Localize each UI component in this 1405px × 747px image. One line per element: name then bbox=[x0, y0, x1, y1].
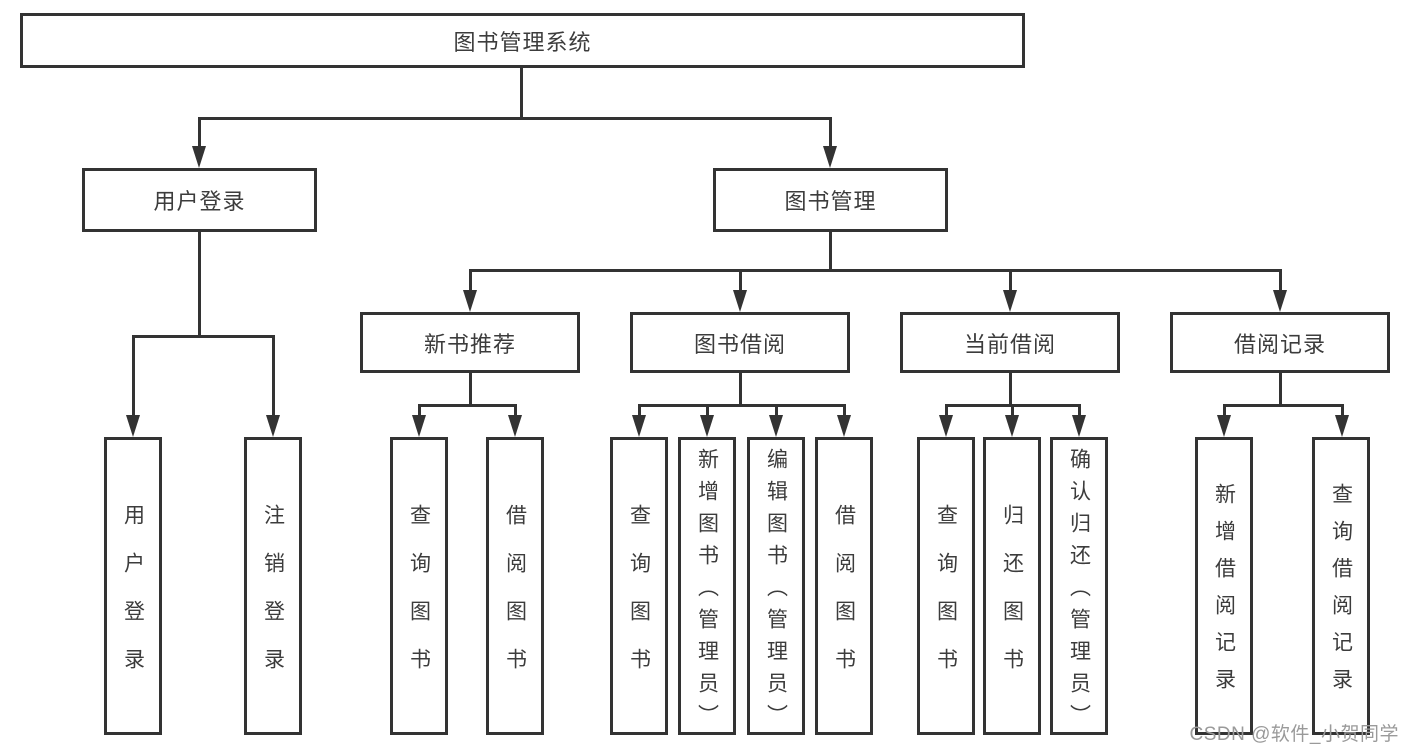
leaf-query-books: 查询图书 bbox=[917, 437, 975, 735]
connector-vline bbox=[706, 404, 709, 417]
arrowhead-down bbox=[1335, 415, 1349, 437]
leaf-label: 新增图书（管理员） bbox=[695, 447, 719, 736]
node-new-book-recommend: 新书推荐 bbox=[360, 312, 580, 373]
connector-vline bbox=[1078, 404, 1081, 417]
arrowhead-down bbox=[463, 290, 477, 312]
connector-vline bbox=[739, 269, 742, 292]
leaf-logout-login: 注销登录 bbox=[244, 437, 302, 735]
arrowhead-down bbox=[412, 415, 426, 437]
connector-hline bbox=[418, 404, 517, 407]
leaf-label: 查询图书 bbox=[627, 503, 651, 696]
node-current-borrow: 当前借阅 bbox=[900, 312, 1120, 373]
arrowhead-down bbox=[1217, 415, 1231, 437]
connector-hline bbox=[1223, 404, 1344, 407]
connector-vline bbox=[272, 335, 275, 417]
arrowhead-down bbox=[837, 415, 851, 437]
arrowhead-down bbox=[1072, 415, 1086, 437]
node-user-login: 用户登录 bbox=[82, 168, 317, 232]
connector-vline bbox=[739, 373, 742, 406]
leaf-add-borrow-record: 新增借阅记录 bbox=[1195, 437, 1253, 735]
connector-vline bbox=[418, 404, 421, 417]
leaf-confirm-return-admin: 确认归还（管理员） bbox=[1050, 437, 1108, 736]
connector-vline bbox=[132, 335, 135, 417]
arrowhead-down bbox=[1005, 415, 1019, 437]
leaf-label: 查询借阅记录 bbox=[1329, 483, 1353, 705]
arrowhead-down bbox=[823, 146, 837, 168]
connector-vline bbox=[829, 232, 832, 271]
arrowhead-down bbox=[939, 415, 953, 437]
leaf-edit-book-admin: 编辑图书（管理员） bbox=[747, 437, 805, 736]
leaf-label: 确认归还（管理员） bbox=[1067, 447, 1091, 736]
connector-vline bbox=[520, 68, 523, 118]
arrowhead-down bbox=[508, 415, 522, 437]
arrowhead-down bbox=[1273, 290, 1287, 312]
node-label: 借阅记录 bbox=[1233, 331, 1326, 357]
connector-vline bbox=[945, 404, 948, 417]
connector-vline bbox=[1223, 404, 1226, 417]
leaf-label: 用户登录 bbox=[121, 503, 145, 696]
connector-vline bbox=[1341, 404, 1344, 417]
connector-vline bbox=[198, 232, 201, 336]
leaf-label: 借阅图书 bbox=[503, 503, 527, 696]
connector-vline bbox=[1009, 373, 1012, 406]
node-label: 图书管理系统 bbox=[453, 29, 592, 55]
connector-vline bbox=[1279, 373, 1282, 406]
leaf-label: 借阅图书 bbox=[832, 503, 856, 696]
arrowhead-down bbox=[700, 415, 714, 437]
arrowhead-down bbox=[1003, 290, 1017, 312]
connector-hline bbox=[469, 269, 1282, 272]
connector-vline bbox=[843, 404, 846, 417]
connector-hline bbox=[132, 335, 275, 338]
node-label: 用户登录 bbox=[153, 189, 246, 214]
leaf-label: 查询图书 bbox=[407, 503, 431, 696]
node-label: 图书管理 bbox=[784, 189, 877, 214]
leaf-label: 编辑图书（管理员） bbox=[764, 447, 788, 736]
node-label: 新书推荐 bbox=[423, 331, 516, 357]
node-label: 图书借阅 bbox=[693, 331, 786, 357]
leaf-label: 归还图书 bbox=[1000, 503, 1024, 696]
connector-vline bbox=[469, 269, 472, 292]
leaf-query-books: 查询图书 bbox=[390, 437, 448, 735]
leaf-add-book-admin: 新增图书（管理员） bbox=[678, 437, 736, 736]
arrowhead-down bbox=[733, 290, 747, 312]
leaf-label: 注销登录 bbox=[261, 503, 285, 696]
connector-vline bbox=[1009, 269, 1012, 292]
node-root-system: 图书管理系统 bbox=[20, 13, 1025, 68]
arrowhead-down bbox=[192, 146, 206, 168]
watermark-text: CSDN @软件_小贺同学 bbox=[1189, 724, 1399, 745]
arrowhead-down bbox=[632, 415, 646, 437]
leaf-borrow-books: 借阅图书 bbox=[486, 437, 544, 735]
arrowhead-down bbox=[266, 415, 280, 437]
leaf-query-books: 查询图书 bbox=[610, 437, 668, 735]
connector-vline bbox=[775, 404, 778, 417]
node-label: 当前借阅 bbox=[963, 331, 1056, 357]
leaf-query-borrow-record: 查询借阅记录 bbox=[1312, 437, 1370, 735]
leaf-label: 新增借阅记录 bbox=[1212, 483, 1236, 705]
leaf-borrow-books: 借阅图书 bbox=[815, 437, 873, 735]
connector-hline bbox=[638, 404, 846, 407]
connector-hline bbox=[198, 117, 832, 120]
leaf-label: 查询图书 bbox=[934, 503, 958, 696]
node-book-borrow: 图书借阅 bbox=[630, 312, 850, 373]
leaf-return-books: 归还图书 bbox=[983, 437, 1041, 735]
connector-vline bbox=[514, 404, 517, 417]
node-book-management: 图书管理 bbox=[713, 168, 948, 232]
connector-vline bbox=[469, 373, 472, 406]
connector-vline bbox=[1011, 404, 1014, 417]
arrowhead-down bbox=[126, 415, 140, 437]
connector-vline bbox=[1279, 269, 1282, 292]
leaf-user-login: 用户登录 bbox=[104, 437, 162, 735]
arrowhead-down bbox=[769, 415, 783, 437]
connector-vline bbox=[638, 404, 641, 417]
node-borrow-record: 借阅记录 bbox=[1170, 312, 1390, 373]
connector-vline bbox=[198, 117, 201, 148]
connector-vline bbox=[829, 117, 832, 148]
